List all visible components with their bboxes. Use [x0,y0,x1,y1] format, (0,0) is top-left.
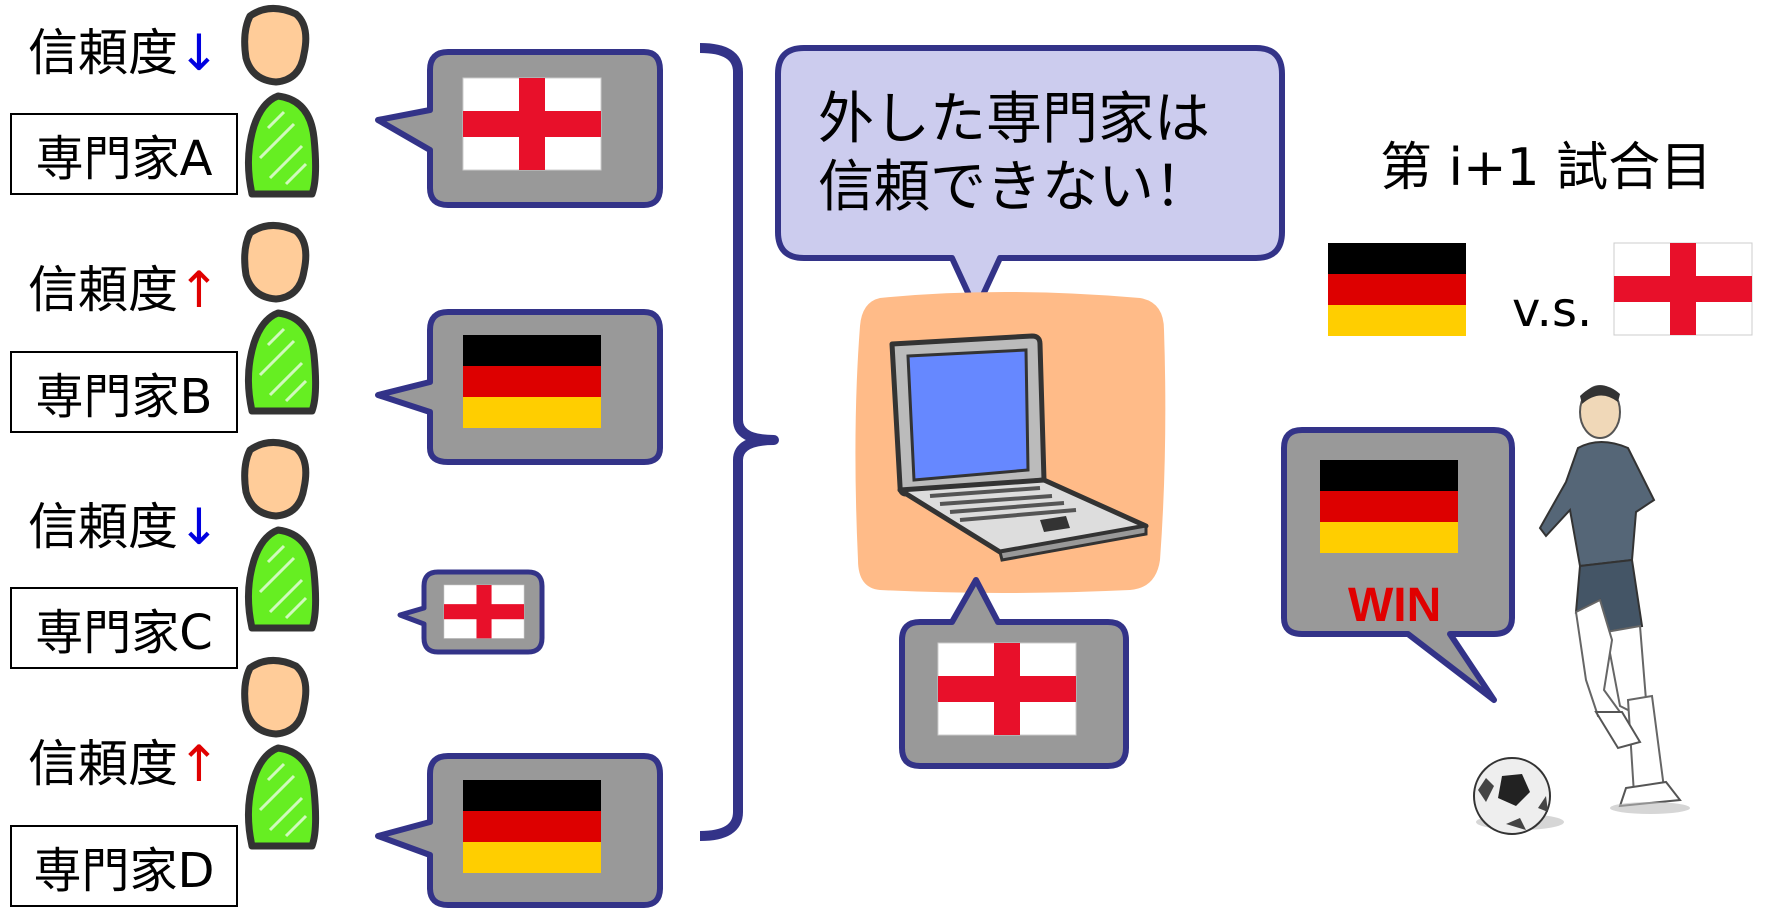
computer-speech-line2: 信頼できない！ [818,155,1210,221]
soccer-ball-icon [1473,757,1564,835]
person-icon-c [245,442,316,628]
win-label: WIN [1348,579,1442,632]
trust-down-arrow: ↓ [178,24,220,82]
trust-text: 信頼度 [28,261,178,319]
germany-flag-icon [463,335,601,428]
expert-name-b: 専門家B [10,351,238,433]
expert-name-c: 専門家C [10,587,238,669]
england-flag-icon [937,642,1077,736]
trust-label-b: 信頼度↑ [28,265,220,315]
speech-bubble-a [375,49,663,208]
germany-flag-icon [1320,460,1458,553]
trust-label-c: 信頼度↓ [28,502,220,552]
germany-flag-icon [1328,243,1466,336]
vs-label: v.s. [1512,282,1593,338]
trust-text: 信頼度 [28,498,178,556]
trust-label-a: 信頼度↓ [28,28,220,78]
soccer-player-icon [1538,385,1690,814]
england-flag-icon [1613,242,1753,336]
speech-bubble-c [397,569,545,655]
england-flag-icon [462,77,602,171]
trust-text: 信頼度 [28,735,178,793]
england-flag-icon [443,584,525,639]
germany-flag-icon [463,780,601,873]
expert-name-a: 専門家A [10,113,238,195]
speech-bubble-b [375,309,663,465]
win-speech-bubble [1281,427,1515,703]
trust-up-arrow: ↑ [178,735,220,793]
person-icon-b [245,225,316,411]
laptop-icon [889,333,1149,562]
computer-speech-line1: 外した専門家は [818,87,1210,152]
expert-name-d: 専門家D [10,825,238,907]
person-icon-d [245,660,316,846]
computer-speech-text: 外した専門家は 信頼できない！ [818,86,1210,223]
person-icon-a [245,8,316,194]
trust-down-arrow: ↓ [178,498,220,556]
brace [699,43,779,841]
trust-up-arrow: ↑ [178,261,220,319]
computer-prediction-bubble [899,577,1129,769]
speech-bubble-d [375,753,663,908]
trust-text: 信頼度 [28,24,178,82]
match-title: 第 i+1 試合目 [1380,138,1713,198]
computer-speech-bubble [775,45,1285,313]
trust-label-d: 信頼度↑ [28,739,220,789]
